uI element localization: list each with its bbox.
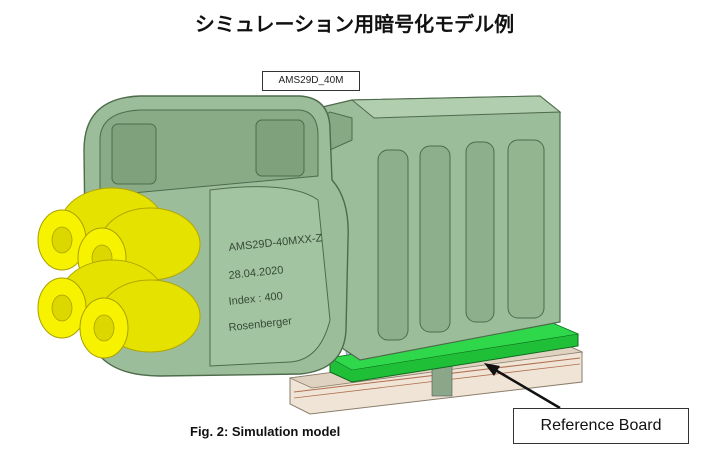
callout-arrow: [484, 363, 561, 410]
rear-housing: [317, 95, 562, 361]
reference-board-callout: Reference Board: [513, 408, 689, 444]
contact-bottom-right: [79, 279, 201, 359]
model-label: AMS29D_40M: [262, 71, 360, 91]
coax-contacts: [37, 187, 201, 359]
figure-caption: Fig. 2: Simulation model: [190, 424, 341, 439]
page-title: シミュレーション用暗号化モデル例: [194, 12, 515, 36]
